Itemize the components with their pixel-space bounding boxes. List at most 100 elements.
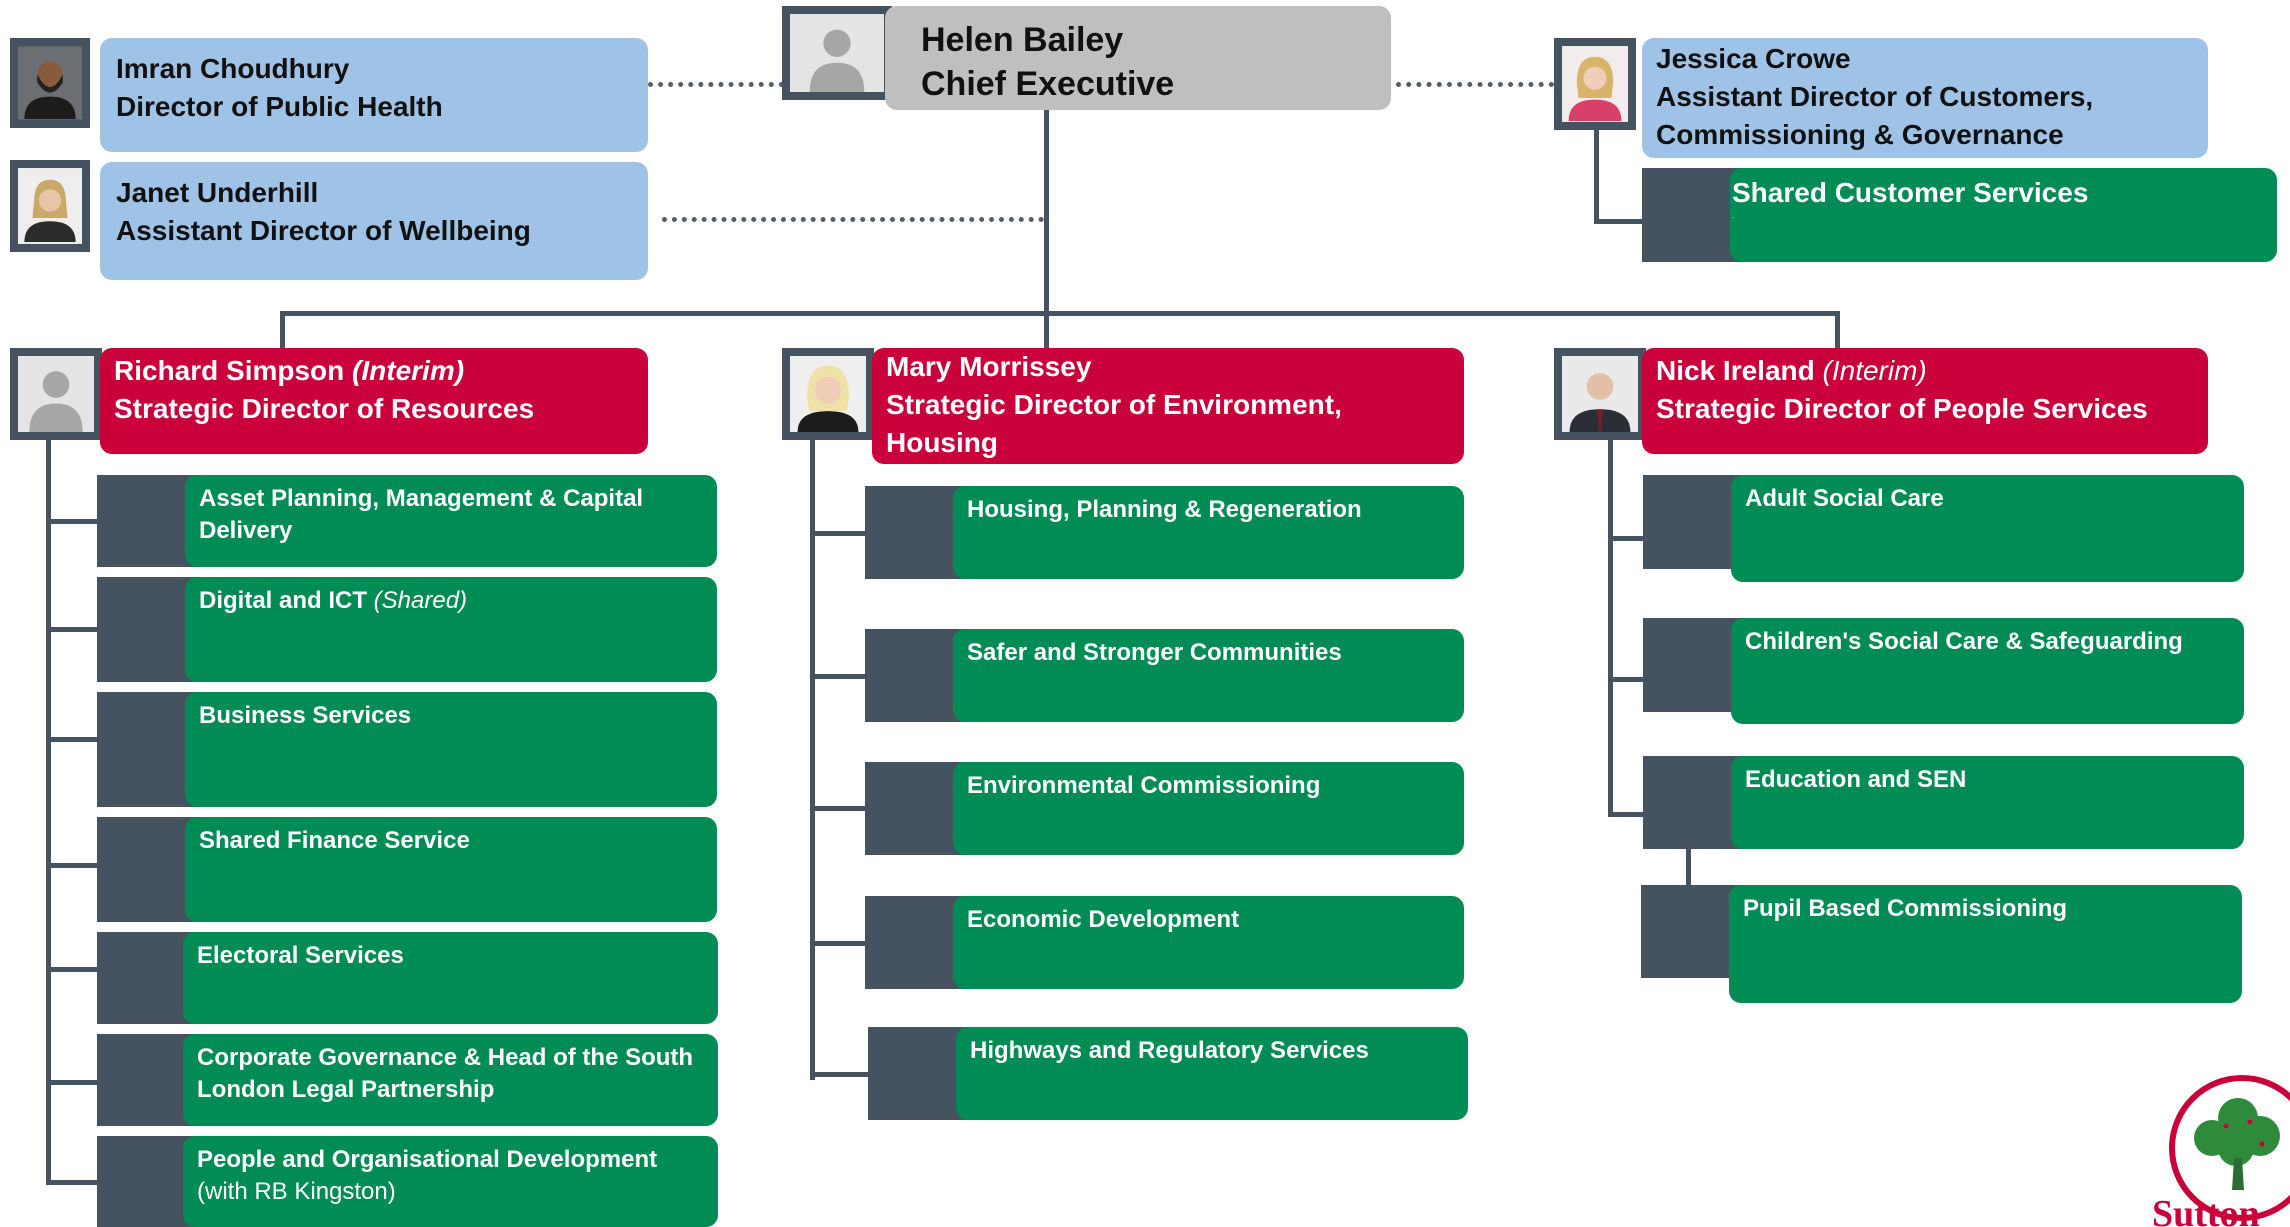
chief-name: Helen Bailey [921, 21, 1124, 59]
service-tab [865, 629, 965, 722]
advisor-name: Imran Choudhury [116, 53, 350, 84]
director-name: Mary Morrissey [886, 351, 1092, 382]
service-box-economic-development: Economic Development [953, 896, 1464, 989]
portrait-icon [1562, 356, 1638, 432]
service-label-line1: Asset Planning, Management & Capital [199, 485, 644, 512]
connector-resources-branch [46, 627, 98, 632]
service-label: Economic Development [967, 906, 1240, 933]
connector-environment-branch [810, 806, 865, 811]
director-title: Strategic Director of People Services [1656, 393, 2148, 424]
service-tab [865, 486, 965, 579]
service-tab [1643, 475, 1743, 569]
service-box-asset-planning: Asset Planning, Management & Capital Del… [185, 475, 717, 567]
director-name-line: Richard Simpson (Interim) [114, 352, 634, 390]
service-tab [97, 1136, 197, 1227]
logo-text: Sutton [2152, 1193, 2260, 1227]
director-qualifier: (Interim) [352, 355, 465, 386]
service-box-adult-social-care: Adult Social Care [1731, 475, 2244, 582]
dotted-link-wellbeing [662, 217, 1044, 222]
service-tab [1643, 756, 1743, 849]
chief-executive-box: Helen Bailey Chief Executive [885, 6, 1391, 110]
advisor-title: Director of Public Health [116, 91, 443, 122]
person-silhouette-icon [809, 29, 865, 92]
service-note: (Shared) [373, 587, 468, 614]
connector-customer-services [1594, 125, 1599, 224]
portrait-icon [18, 170, 82, 242]
connector-people-pupil [1686, 846, 1691, 888]
service-label: Safer and Stronger Communities [967, 639, 1342, 666]
service-label: Environmental Commissioning [967, 772, 1321, 799]
chief-title: Chief Executive [921, 65, 1175, 103]
director-name: Nick Ireland [1656, 355, 1815, 386]
connector-director-bar [280, 311, 1840, 316]
service-box-electoral-services: Electoral Services [183, 932, 718, 1024]
connector-people-branch [1608, 536, 1644, 541]
service-box-environmental-commissioning: Environmental Commissioning [953, 762, 1464, 855]
connector-resources-branch [46, 863, 98, 868]
advisor-name: Jessica Crowe [1656, 43, 1851, 74]
director-qualifier: (Interim) [1822, 355, 1927, 386]
service-box-housing-planning: Housing, Planning & Regeneration [953, 486, 1464, 579]
service-tab [97, 1034, 197, 1126]
connector-people-branch [1608, 677, 1644, 682]
service-box-business-services: Business Services [185, 692, 717, 807]
connector-environment-branch [810, 674, 865, 679]
connector-resources-branch [46, 1180, 98, 1185]
service-tab [865, 896, 965, 989]
service-label-line: Digital and ICT (Shared) [199, 585, 703, 617]
service-label: Shared Finance Service [199, 827, 470, 854]
service-note: . [1732, 211, 1735, 220]
advisor-photo-janet [10, 160, 90, 252]
advisor-box-customers: Jessica Crowe Assistant Director of Cust… [1642, 38, 2208, 158]
dotted-link-customers [1396, 82, 1554, 87]
service-tab [1641, 885, 1741, 978]
service-label: Digital and ICT [199, 587, 367, 614]
service-tab [97, 692, 197, 807]
service-label: Education and SEN [1745, 766, 1967, 793]
service-label-line2: Delivery [199, 517, 293, 544]
advisor-box-wellbeing: Janet Underhill Assistant Director of We… [100, 162, 648, 280]
portrait-icon [18, 47, 82, 119]
connector-drop-resources [280, 311, 285, 349]
director-title: Strategic Director of Resources [114, 393, 535, 424]
service-box-shared-finance: Shared Finance Service [185, 817, 717, 922]
service-tab [1642, 168, 1742, 262]
service-label: Shared Customer Services [1732, 177, 2089, 208]
dotted-link-public-health [648, 82, 784, 87]
connector-environment-branch [810, 531, 865, 536]
connector-drop-people [1835, 311, 1840, 349]
service-label: Highways and Regulatory Services [970, 1037, 1369, 1064]
chief-photo [782, 6, 892, 100]
connector-resources-branch [46, 737, 98, 742]
director-photo-richard [10, 348, 102, 440]
director-box-environment: Mary Morrissey Strategic Director of Env… [872, 348, 1464, 496]
service-label: Housing, Planning & Regeneration [967, 496, 1362, 523]
service-box-childrens-social-care: Children's Social Care & Safeguarding [1731, 618, 2244, 724]
connector-environment-branch [810, 1072, 868, 1077]
connector-chief-trunk [1044, 108, 1049, 316]
connector-resources-branch [46, 1080, 98, 1085]
portrait-icon [1562, 46, 1628, 122]
service-box-digital-ict: Digital and ICT (Shared) [185, 577, 717, 682]
director-box-people: Nick Ireland (Interim) Strategic Directo… [1642, 348, 2208, 454]
service-label-line2: London Legal Partnership [197, 1076, 495, 1103]
service-box-people-organisational-development: People and Organisational Development (w… [183, 1136, 718, 1227]
connector-people-branch [1608, 812, 1644, 817]
portrait-icon [790, 356, 866, 432]
advisor-photo-jessica [1554, 38, 1636, 130]
service-box-shared-customer-services: Shared Customer Services . [1730, 168, 2277, 262]
service-box-safer-stronger: Safer and Stronger Communities [953, 629, 1464, 722]
service-label: Adult Social Care [1745, 485, 1944, 512]
tree-emblem-icon [2169, 1075, 2290, 1221]
director-name-line: Nick Ireland (Interim) [1656, 352, 2194, 390]
service-label: Pupil Based Commissioning [1743, 895, 2068, 922]
connector-customer-services-branch [1594, 219, 1644, 224]
service-box-highways-regulatory: Highways and Regulatory Services [956, 1027, 1468, 1120]
service-tab [97, 932, 197, 1024]
person-silhouette-icon [29, 371, 83, 432]
director-title-line1: Strategic Director of Environment, Housi… [886, 389, 1342, 458]
service-label-line1: Corporate Governance & Head of the South [197, 1044, 694, 1071]
connector-drop-environment [1044, 311, 1049, 349]
connector-resources-spine [46, 440, 51, 1185]
service-tab [97, 475, 197, 567]
